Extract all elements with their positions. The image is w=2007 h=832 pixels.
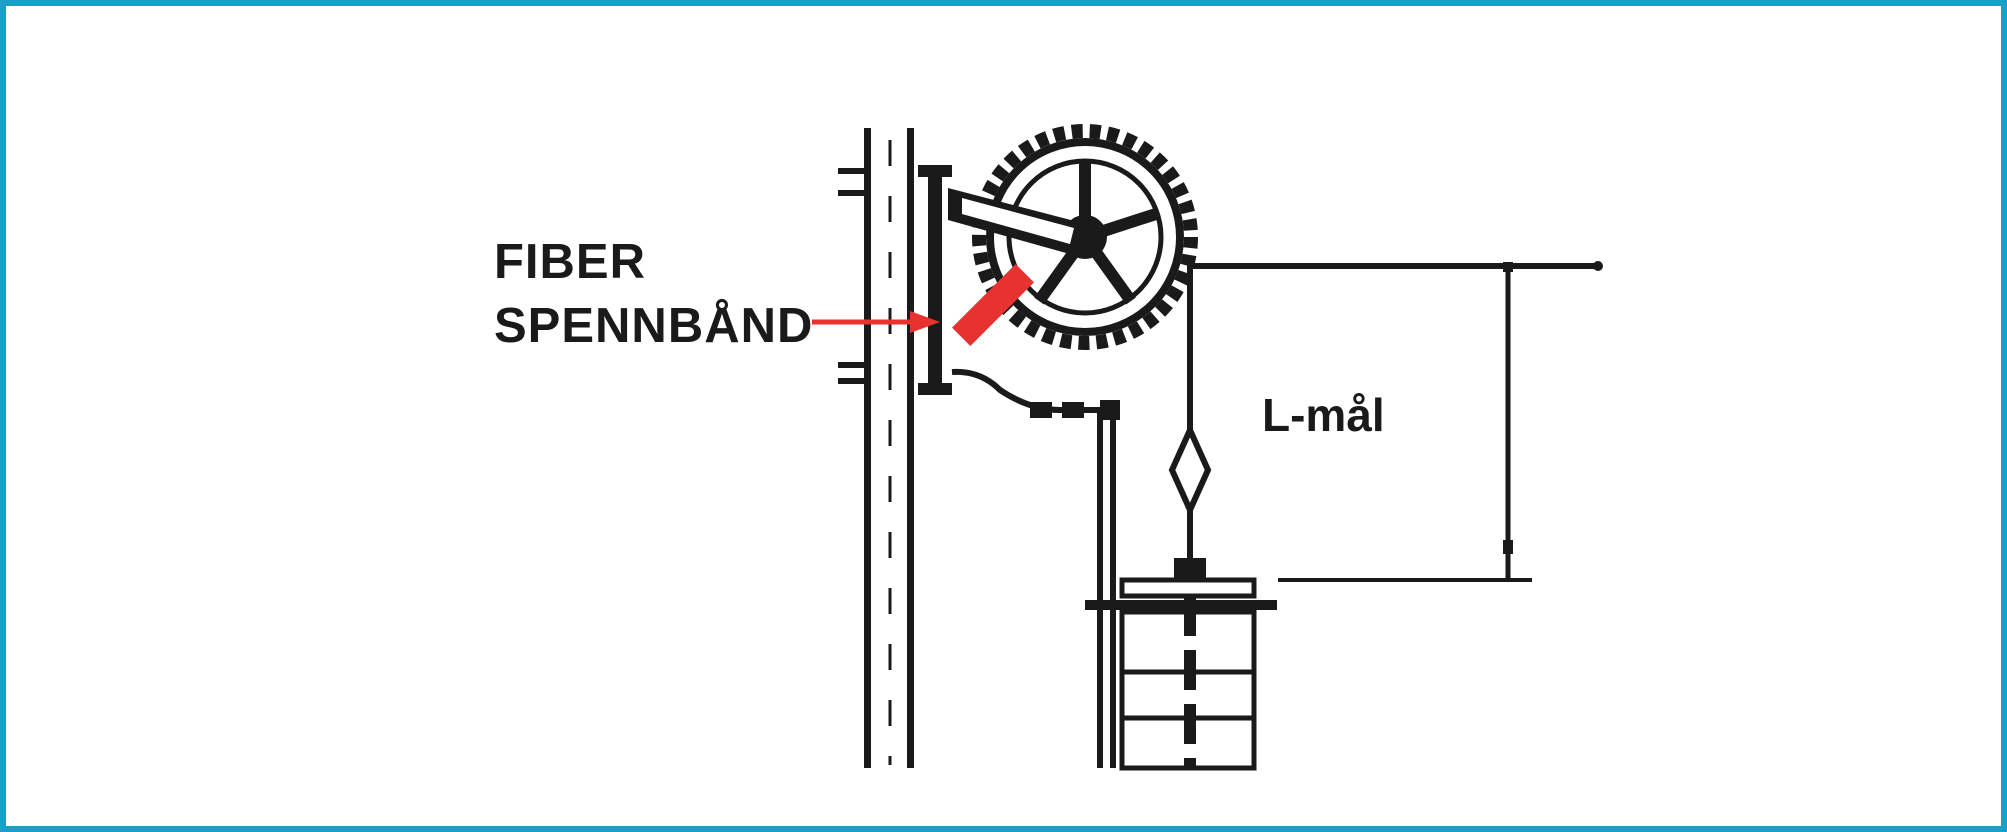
l-dimension: [1278, 262, 1532, 582]
hanging-chain: [1168, 260, 1212, 580]
pointer-arrow: [812, 311, 940, 333]
counterweight: [1085, 577, 1277, 771]
fiber-tension-band: [951, 263, 1035, 347]
reference-line: [1190, 261, 1603, 271]
fiber-label: FIBER: [494, 235, 646, 289]
mounting-plate: [918, 165, 952, 395]
chain: [951, 368, 1120, 768]
vertical-mast: [838, 128, 914, 768]
tension-arm: [948, 188, 1090, 258]
spennband-label: SPENNBÅND: [494, 299, 814, 353]
l-maal-label: L-mål: [1262, 389, 1385, 441]
